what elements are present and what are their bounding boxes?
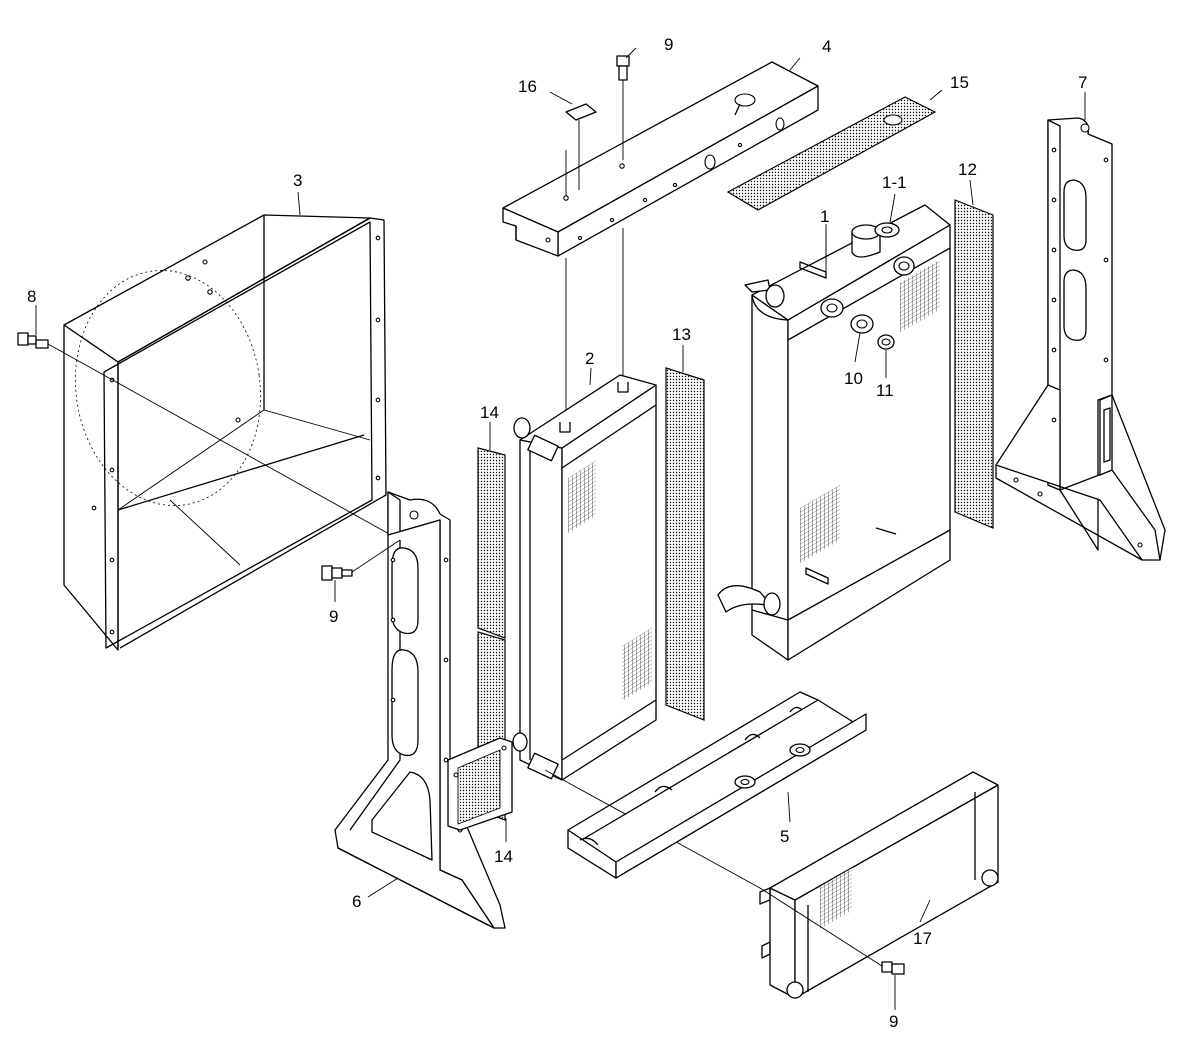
part-1-radiator: [717, 204, 951, 661]
part-9-bottom-bolt: [759, 887, 905, 975]
part-16-pad: [565, 103, 597, 196]
leader-lines: [35, 47, 1086, 1010]
part-6-left-bracket: [334, 491, 513, 929]
label-part-14-top: 14: [480, 403, 499, 422]
label-part-5: 5: [780, 827, 789, 846]
part-17-fuel-cooler: [759, 771, 999, 999]
label-part-12: 12: [958, 160, 977, 179]
part-15-top-seal: [726, 96, 937, 211]
label-part-15: 15: [950, 73, 969, 92]
label-part-9-left: 9: [329, 607, 338, 626]
label-part-4: 4: [822, 37, 831, 56]
label-part-17: 17: [913, 929, 932, 948]
part-12-side-seal: [954, 199, 994, 529]
label-part-13: 13: [672, 325, 691, 344]
label-part-3: 3: [293, 171, 302, 190]
label-part-10: 10: [844, 369, 863, 388]
label-part-11: 11: [876, 381, 894, 400]
part-13-seal: [665, 367, 705, 721]
part-3-fan-shroud: [63, 214, 387, 651]
part-8-bolt: [17, 332, 401, 541]
label-part-9-bottom: 9: [889, 1012, 898, 1031]
label-part-7: 7: [1078, 73, 1087, 92]
part-2-oil-cooler: [512, 374, 761, 889]
label-part-14-bottom: 14: [494, 847, 513, 866]
part-number-labels: 3 8 16 9 4 15 7 1-1 12 1 13 2 10 11 14 9…: [27, 35, 1087, 1031]
label-part-9-top: 9: [664, 35, 673, 54]
part-9-left-bolt: [321, 539, 401, 581]
part-5-bottom-channel: [567, 691, 867, 879]
part-4-top-bracket: [502, 61, 819, 257]
label-part-2: 2: [585, 349, 594, 368]
label-part-6: 6: [352, 892, 361, 911]
label-part-16: 16: [518, 77, 537, 96]
label-part-1: 1: [820, 207, 829, 226]
part-7-right-bracket: [995, 117, 1166, 561]
label-part-1-1: 1-1: [882, 173, 907, 192]
part-9-top-bolt: [565, 55, 630, 420]
label-part-8: 8: [27, 287, 36, 306]
